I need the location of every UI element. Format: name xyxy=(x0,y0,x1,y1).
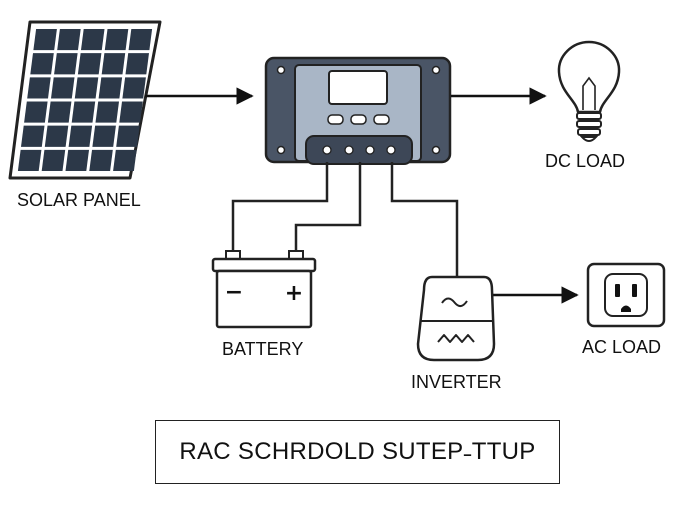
wire-battery-positive xyxy=(294,162,362,253)
solar-cell xyxy=(74,77,99,99)
battery-label: BATTERY xyxy=(222,339,304,359)
inverter-icon xyxy=(416,275,496,362)
title-box: RAC SCHRDOLD SUTEP˗TTUP xyxy=(155,420,560,484)
solar-cell xyxy=(119,101,143,123)
solar-cell xyxy=(68,125,93,147)
battery-icon: − + xyxy=(211,250,317,329)
solar-cell xyxy=(104,29,129,51)
solar-cell xyxy=(122,77,146,99)
solar-cell xyxy=(101,53,126,75)
solar-cell xyxy=(125,53,150,75)
solar-cell xyxy=(44,125,69,147)
solar-cell xyxy=(95,101,120,123)
dc-load-label: DC LOAD xyxy=(545,151,626,171)
diagram-title: RAC SCHRDOLD SUTEP˗TTUP xyxy=(179,438,536,465)
light-bulb-icon xyxy=(557,40,621,142)
wire-inverter xyxy=(390,162,459,278)
ac-outlet-icon xyxy=(586,262,666,328)
solar-cell xyxy=(77,53,102,75)
wire-battery-negative xyxy=(231,162,329,253)
solar-cell xyxy=(33,29,57,51)
solar-cell xyxy=(98,77,123,99)
inverter-label: INVERTER xyxy=(411,372,502,392)
solar-cell xyxy=(89,149,113,171)
solar-cell xyxy=(20,125,45,147)
solar-cell xyxy=(27,77,51,99)
solar-cell xyxy=(128,29,153,51)
solar-panel-label: SOLAR PANEL xyxy=(17,190,141,210)
battery-negative-sign: − xyxy=(225,280,243,305)
solar-cell xyxy=(24,101,48,123)
solar-cell xyxy=(71,101,96,123)
solar-cell xyxy=(54,53,78,75)
solar-cell xyxy=(80,29,105,51)
solar-cell xyxy=(57,29,81,51)
solar-cell xyxy=(17,149,42,171)
charge-controller-icon xyxy=(264,56,452,165)
solar-cell xyxy=(65,149,90,171)
solar-cell xyxy=(92,125,116,147)
solar-cell xyxy=(30,53,54,75)
solar-cell xyxy=(47,101,72,123)
solar-cell xyxy=(41,149,66,171)
solar-cell xyxy=(116,125,140,147)
solar-cell xyxy=(50,77,75,99)
solar-cell xyxy=(113,149,137,171)
solar-panel-icon xyxy=(8,20,162,180)
ac-load-label: AC LOAD xyxy=(582,337,662,357)
battery-positive-sign: + xyxy=(285,281,303,306)
